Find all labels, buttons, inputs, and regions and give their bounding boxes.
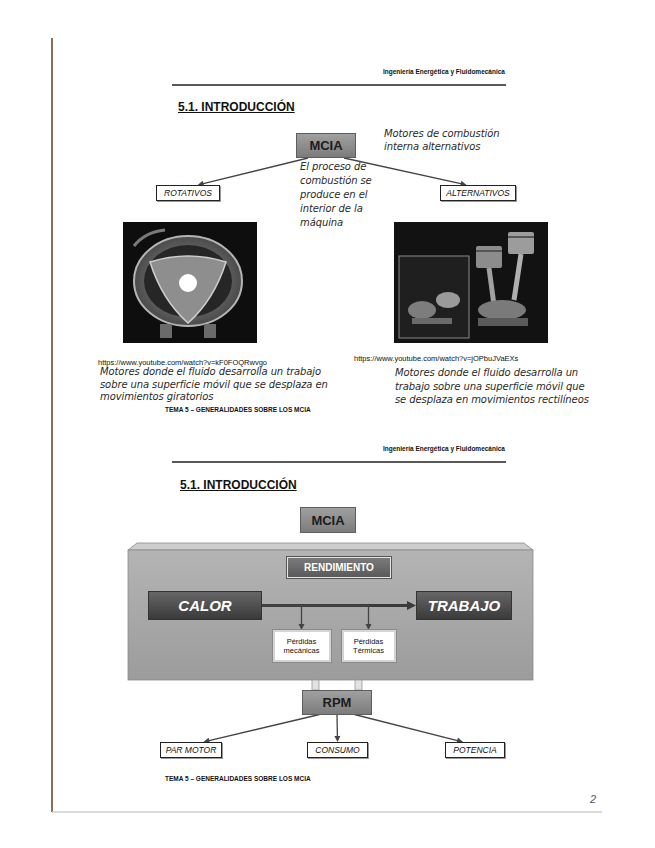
heading-box: RENDIMIENTO [287,557,391,578]
text: Pérdidas mecánicas [275,637,329,655]
page-header: Ingeniería Energética y Fluidomecánica [383,68,505,75]
text: RPM [323,695,352,710]
reciprocating-engine-photo [394,222,548,343]
title-box: MCIA [296,133,356,158]
text: ROTATIVOS [164,188,212,198]
text: 5.1. INTRODUCCIÓN [180,478,297,492]
connector-arrow [198,158,308,186]
text: Motores donde el fluido desarrolla un tr… [100,366,344,404]
text: https://www.youtube.com/watch?v=jOPbuJVa… [354,354,518,363]
connector-line [202,158,308,184]
connector-line [208,715,319,741]
text: TEMA 5 – GENERALIDADES SOBRE LOS MCIA [165,775,311,782]
page-footer: TEMA 5 – GENERALIDADES SOBRE LOS MCIA [165,775,311,782]
text: RENDIMIENTO [304,562,374,573]
text: 5.1. INTRODUCCIÓN [178,100,295,114]
page-header: Ingeniería Energética y Fluidomecánica [383,445,505,452]
text: TEMA 5 – GENERALIDADES SOBRE LOS MCIA [165,406,311,413]
video-link: https://www.youtube.com/watch?v=kF0FOQRw… [98,358,267,367]
output-box: CONSUMO [307,742,368,758]
text: Motores donde el fluido desarrolla un tr… [395,366,591,407]
category-box: ALTERNATIVOS [440,185,516,201]
handwritten-note: El proceso de combustión se produce en e… [300,160,380,230]
handwritten-note: Motores donde el fluido desarrolla un tr… [395,366,591,407]
text: POTENCIA [453,745,496,755]
text: Pérdidas Térmicas [344,637,394,655]
page-edge [52,811,602,813]
connector-arrow [203,715,319,744]
connector-arrow [262,606,305,631]
loss-box: Pérdidas mecánicas [273,630,331,662]
section-title: 5.1. INTRODUCCIÓN [180,478,297,492]
loss-box: Pérdidas Térmicas [342,630,396,662]
video-link: https://www.youtube.com/watch?v=jOPbuJVa… [354,354,518,363]
page-footer: TEMA 5 – GENERALIDADES SOBRE LOS MCIA [165,406,311,413]
text: El proceso de combustión se produce en e… [300,160,380,230]
text: 2 [590,793,596,805]
output-box: POTENCIA [445,742,505,758]
rotary-engine-photo [123,222,257,343]
text: MCIA [309,138,342,153]
text: Motores de combustión interna alternativ… [384,128,512,153]
process-box: CALOR [148,591,262,620]
text: CALOR [178,597,231,614]
relation-band [128,543,533,690]
title-box: RPM [302,690,372,715]
connector-line [336,715,338,738]
connector-line [355,715,459,741]
connector-line [262,606,369,626]
handwritten-note: Motores donde el fluido desarrolla un tr… [100,366,344,404]
text: PAR MOTOR [166,745,217,755]
connector-arrow [355,715,464,744]
section-title: 5.1. INTRODUCCIÓN [178,100,295,114]
category-box: ROTATIVOS [156,185,220,201]
text: TRABAJO [428,597,501,614]
text: MCIA [311,513,344,528]
connector-arrow [262,606,372,631]
header-rule [172,84,506,86]
page-number: 2 [590,793,596,805]
title-box: MCIA [300,507,356,533]
header-rule [172,461,506,463]
page-edge [51,38,53,812]
text: Ingeniería Energética y Fluidomecánica [383,68,505,75]
text: ALTERNATIVOS [446,188,509,198]
text: Ingeniería Energética y Fluidomecánica [383,445,505,452]
connector-line [262,606,302,626]
connector-arrow [334,715,340,743]
process-box: TRABAJO [416,591,512,620]
text: https://www.youtube.com/watch?v=kF0FOQRw… [98,358,267,367]
handwritten-note: Motores de combustión interna alternativ… [384,128,512,153]
output-box: PAR MOTOR [160,742,222,758]
arrow-head [407,601,416,610]
text: CONSUMO [315,745,359,755]
